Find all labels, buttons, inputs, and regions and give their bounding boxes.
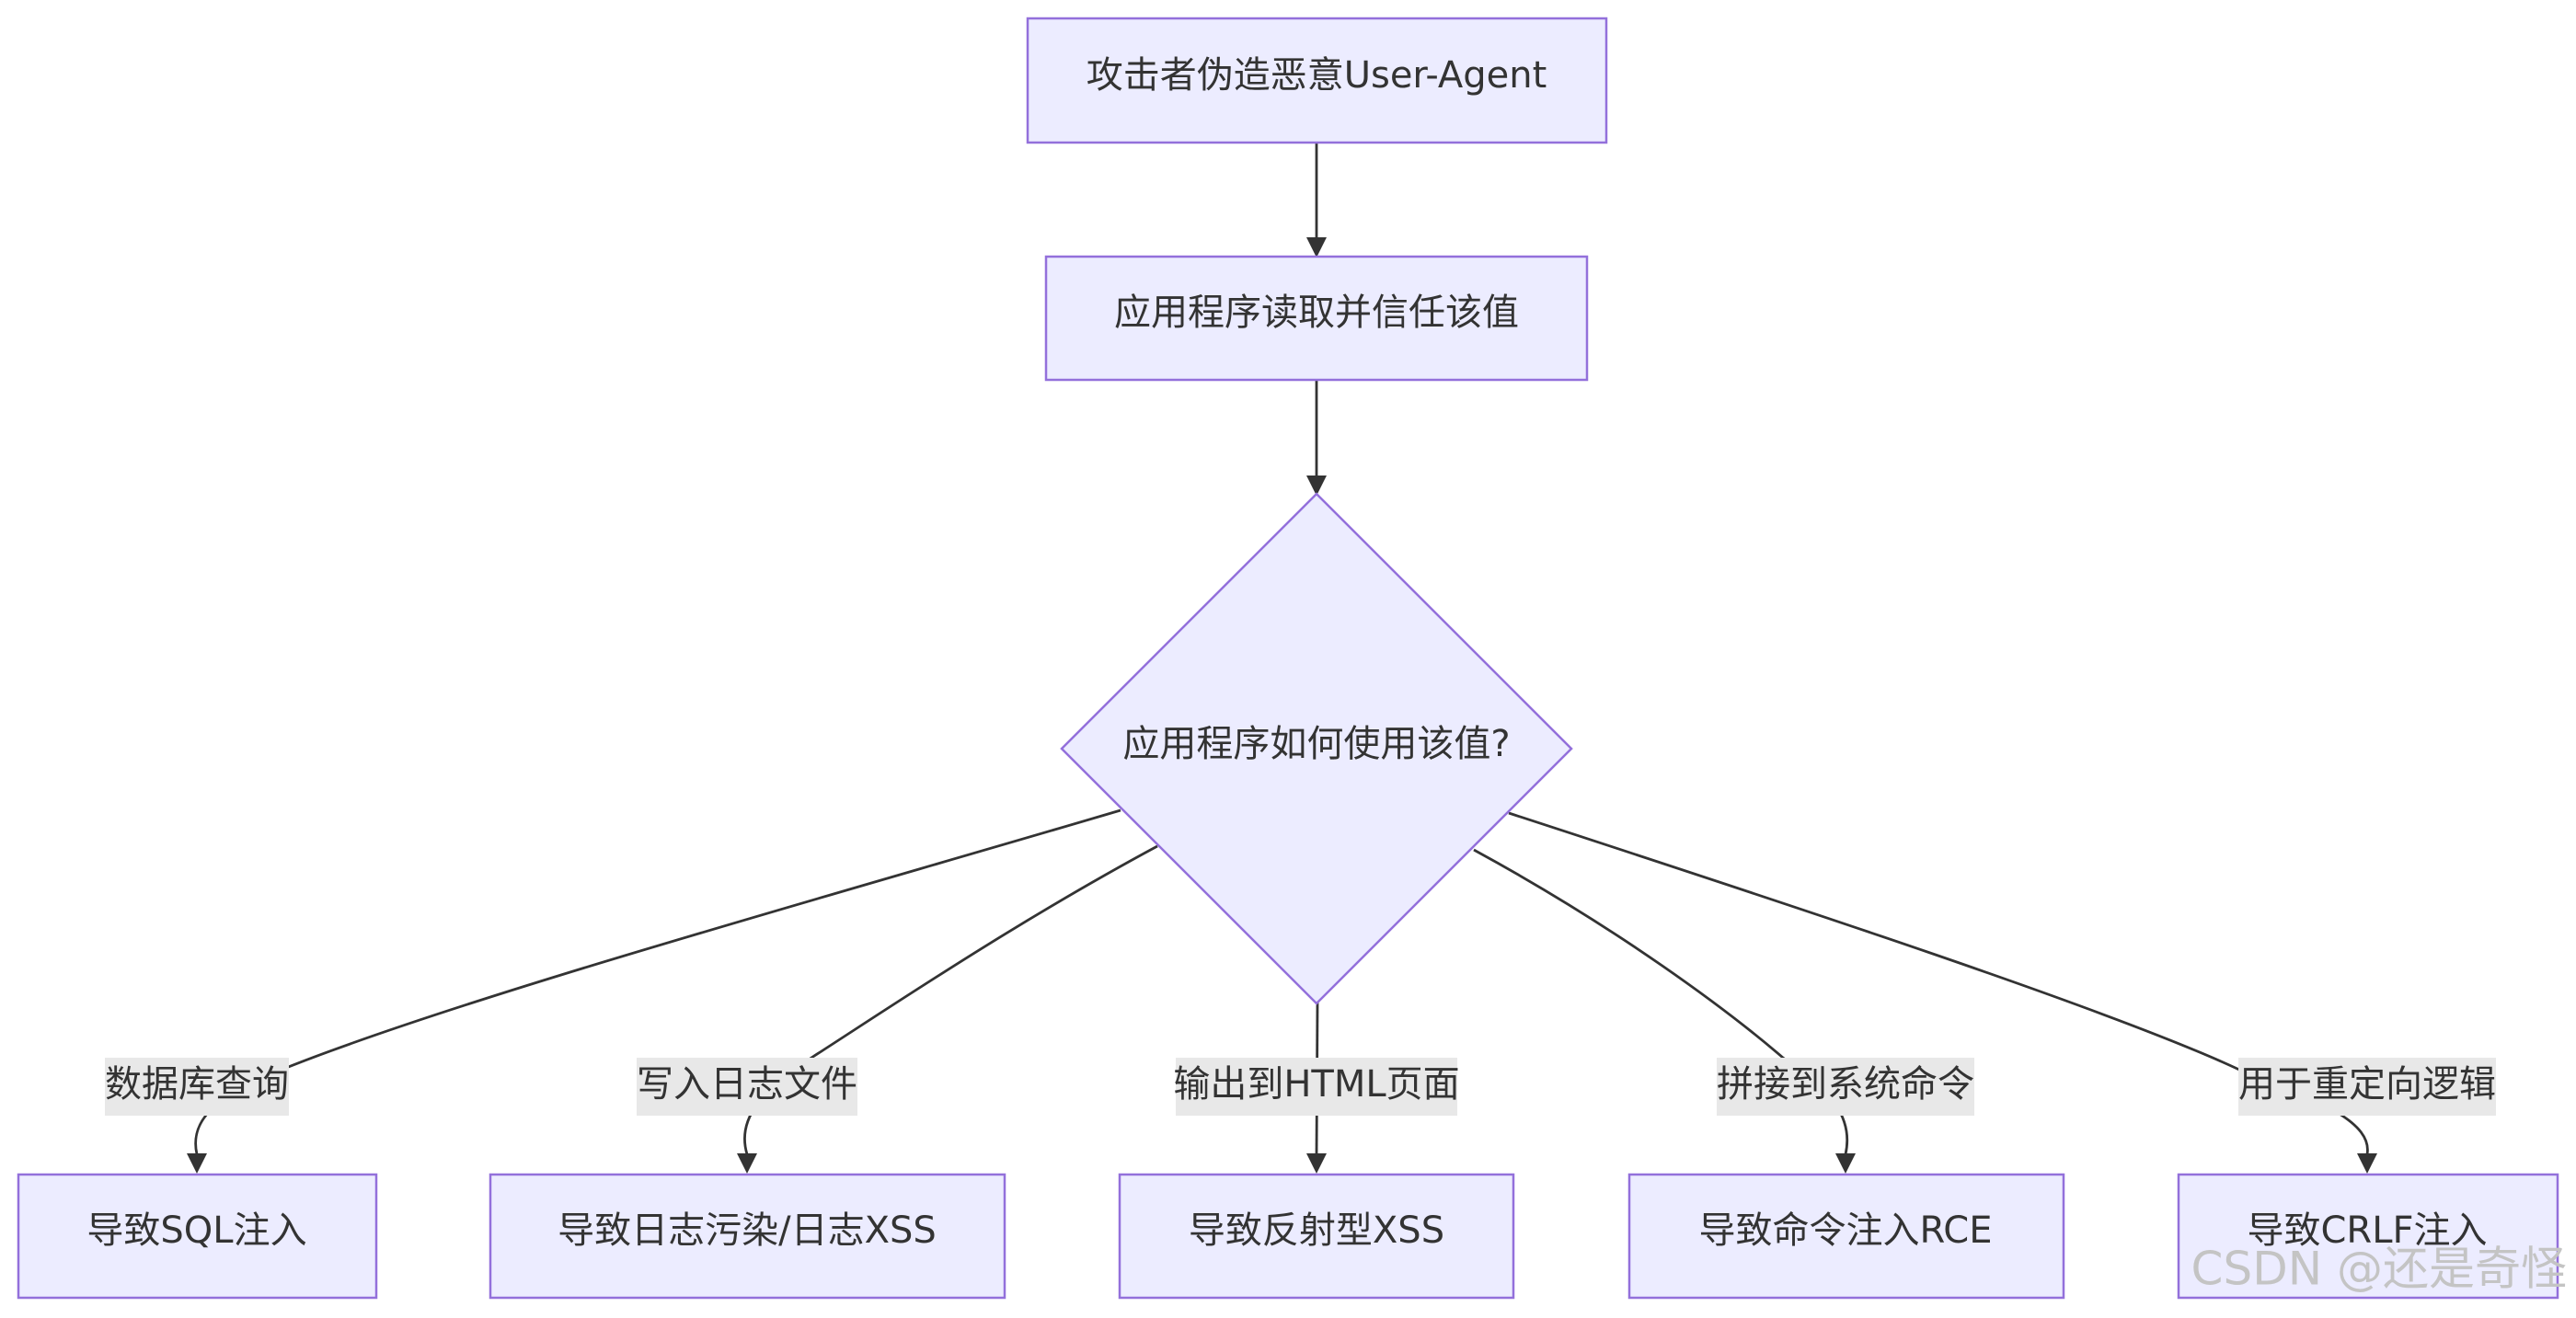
edge-label-rce-bg xyxy=(1717,1058,1974,1116)
watermark: CSDN @还是奇怪 xyxy=(2191,1243,2567,1296)
edge-label-sql-bg xyxy=(105,1058,289,1116)
node-decision: 应用程序如何使用该值? xyxy=(1060,492,1573,1005)
edge-label-xss: 输出到HTML页面 xyxy=(1173,1063,1459,1106)
edge-label-sql: 数据库查询 xyxy=(105,1063,289,1106)
arrow-head xyxy=(187,1153,207,1174)
edge-label-log: 写入日志文件 xyxy=(637,1063,857,1106)
node-read: 应用程序读取并信任该值 xyxy=(1044,255,1589,382)
node-crlf-label: 导致CRLF注入 xyxy=(2247,1209,2487,1252)
node-read-label: 应用程序读取并信任该值 xyxy=(1114,292,1519,334)
arrow-head xyxy=(1306,237,1327,258)
edge-label-crlf: 用于重定向逻辑 xyxy=(2238,1063,2496,1106)
node-sql: 导致SQL注入 xyxy=(17,1173,378,1300)
edge-labels: 数据库查询 写入日志文件 输出到HTML页面 拼接到系统命令 用于重定向逻辑 xyxy=(105,1058,2496,1116)
node-xss-label: 导致反射型XSS xyxy=(1189,1209,1444,1252)
edge-label-log-bg xyxy=(637,1058,857,1116)
node-crlf: 导致CRLF注入 xyxy=(2177,1173,2559,1300)
edge-label-crlf-bg xyxy=(2238,1058,2496,1116)
node-rce: 导致命令注入RCE xyxy=(1627,1173,2065,1300)
node-xss: 导致反射型XSS xyxy=(1118,1173,1515,1300)
node-decision-label: 应用程序如何使用该值? xyxy=(1122,723,1510,765)
arrow-head xyxy=(2357,1153,2377,1174)
arrow-head xyxy=(1306,476,1327,496)
arrow-head xyxy=(1306,1153,1327,1174)
node-start: 攻击者伪造恶意User-Agent xyxy=(1026,17,1608,144)
edge-label-rce: 拼接到系统命令 xyxy=(1717,1063,1974,1106)
node-log: 导致日志污染/日志XSS xyxy=(489,1173,1006,1300)
node-rce-label: 导致命令注入RCE xyxy=(1698,1209,1992,1252)
edge-label-xss-bg xyxy=(1176,1058,1457,1116)
arrow-head xyxy=(1835,1153,1856,1174)
node-start-label: 攻击者伪造恶意User-Agent xyxy=(1087,54,1547,97)
arrow-head xyxy=(737,1153,757,1174)
node-log-label: 导致日志污染/日志XSS xyxy=(558,1209,937,1252)
node-sql-label: 导致SQL注入 xyxy=(86,1209,306,1252)
